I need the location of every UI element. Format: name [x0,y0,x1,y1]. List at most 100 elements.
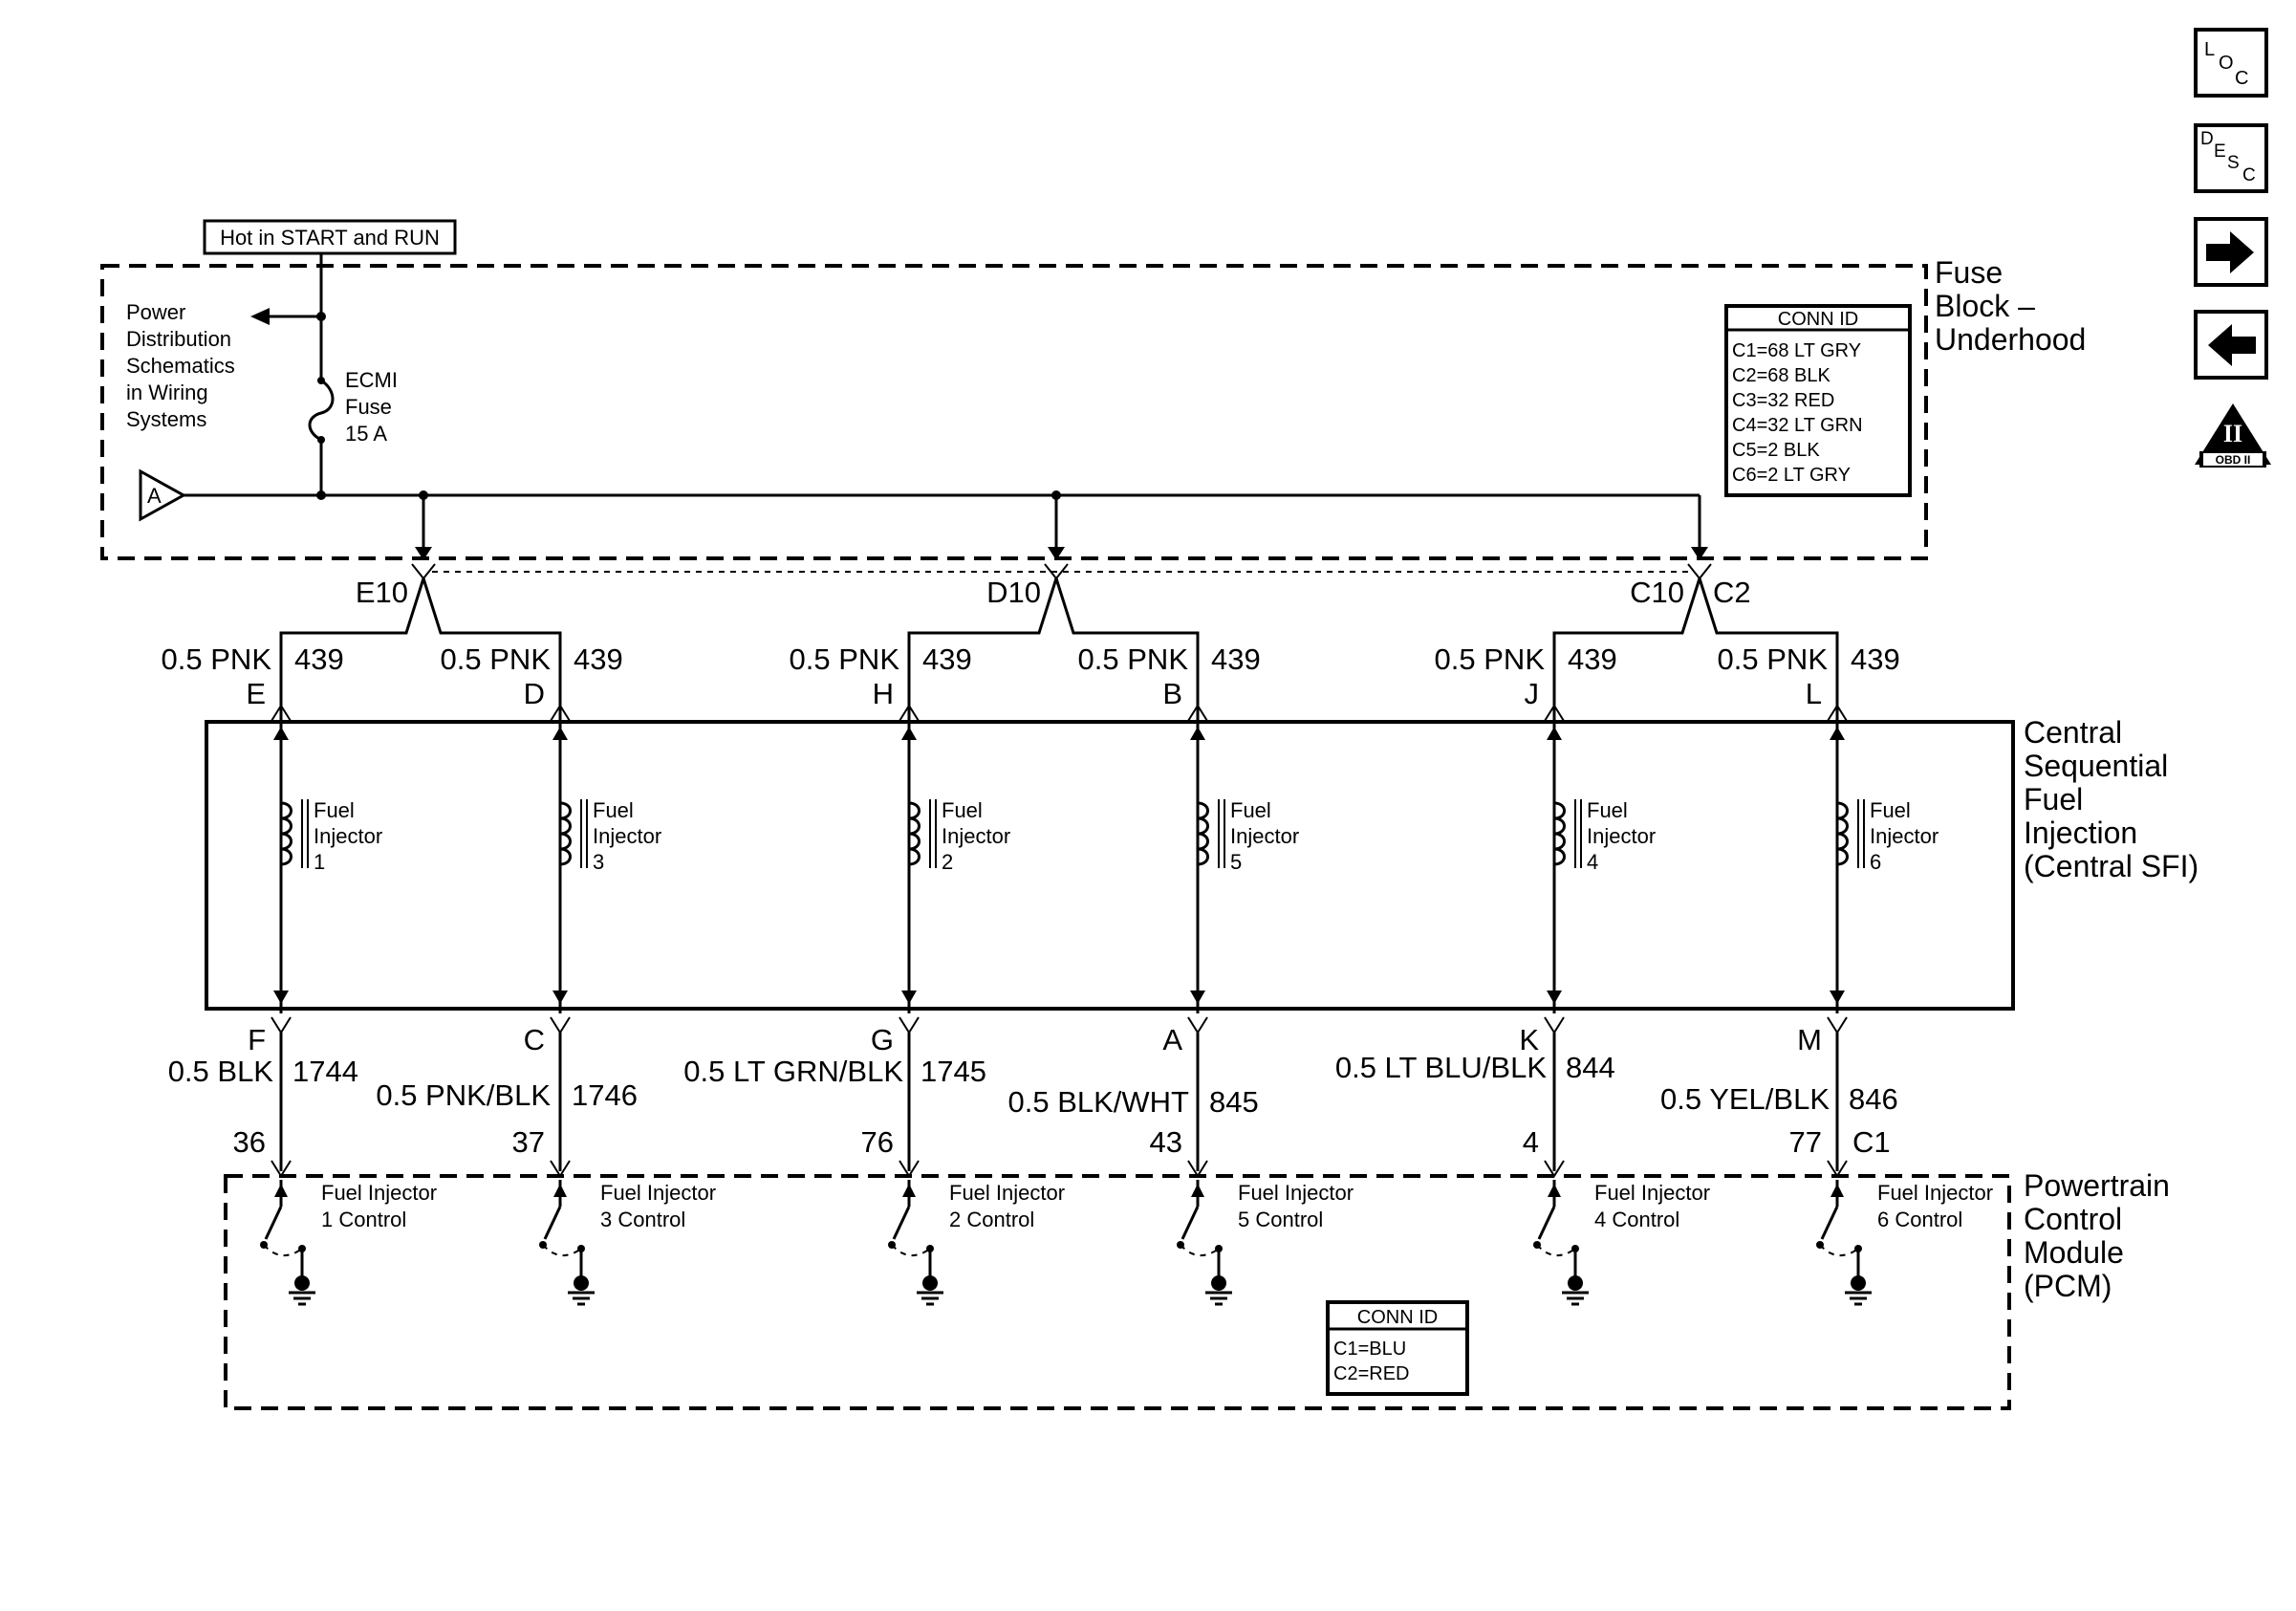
split-wire-j [1552,577,1701,709]
arrow-e10-icon [415,547,432,560]
pcm-name-3: Module [2024,1235,2124,1270]
split-wire-e [279,577,425,709]
bottom-wire-color: 0.5 BLK [168,1055,274,1088]
fuse-block-conn-c2: C2=68 BLK [1732,365,1831,386]
wire-arrow-down-icon [1190,991,1205,1004]
switch-arrow-icon [274,1184,288,1197]
sfi-name-2: Sequential [2024,749,2168,783]
bottom-pin-letter: M [1797,1023,1822,1056]
pcm-conn-c1: C1=BLU [1333,1339,1406,1360]
back-button[interactable] [2194,310,2268,380]
switch-blade-icon [1820,1206,1839,1240]
ground-icon [289,1275,315,1306]
sfi-name-1: Central [2024,715,2122,750]
ecmi-fuse-icon [308,377,335,444]
injector-name-2: Injector [314,824,382,848]
bottom-wire-color: 0.5 YEL/BLK [1660,1082,1830,1116]
top-pin-letter: D [524,677,545,710]
top-circuit-number: 439 [574,642,623,676]
pcm-pin-number: 43 [1150,1125,1182,1159]
bottom-pin-letter: G [871,1023,894,1056]
pds-label-1: Power [126,300,185,324]
fuse-block-connector-c2: C2 [1713,576,1751,609]
injector-number: 2 [942,850,953,874]
terminal-e10-chevron [411,563,436,580]
loc-l: L [2204,39,2215,60]
top-terminal-chevron [550,704,571,722]
wire-arrow-up-icon [1830,727,1845,740]
bottom-circuit-number: 846 [1849,1082,1898,1116]
injector-name-2: Injector [1230,824,1299,848]
pcm-outline [224,1174,2011,1410]
fuse-label-2: Fuse [345,395,392,419]
pcm-conn-id-table: CONN ID C1=BLU C2=RED [1326,1300,1469,1396]
pds-label-5: Systems [126,407,206,431]
control-label-2: 2 Control [949,1208,1034,1231]
sfi-name-3: Fuel [2024,782,2083,816]
control-label-1: Fuel Injector [1238,1181,1354,1205]
bottom-terminal-chevron [1827,1016,1848,1034]
splice-a-icon [139,468,187,522]
obd-ii-numeral: II [2223,420,2242,447]
pcm-name-1: Powertrain [2024,1168,2170,1203]
sfi-name-5: (Central SFI) [2024,849,2199,883]
injector-name-2: Injector [1587,824,1656,848]
injector-number: 4 [1587,850,1598,874]
top-wire-color: 0.5 PNK [790,642,900,676]
injector-coil-icon [1836,801,1849,866]
injector-name-2: Injector [593,824,661,848]
switch-arrow-icon [1191,1184,1204,1197]
control-label-1: Fuel Injector [1594,1181,1710,1205]
bottom-terminal-chevron [1187,1016,1208,1034]
loc-c: C [2235,68,2248,89]
switch-arrow-icon [902,1184,916,1197]
wire-arrow-down-icon [901,991,917,1004]
top-terminal-chevron [899,704,920,722]
fuse-block-conn-c3: C3=32 RED [1732,390,1834,411]
pcm-terminal-chevron [1544,1160,1565,1178]
top-wire-color: 0.5 PNK [441,642,552,676]
pcm-connector-c1: C1 [1852,1125,1891,1159]
bottom-wire-color: 0.5 BLK/WHT [1008,1085,1190,1119]
loc-button[interactable]: L O C [2194,28,2268,98]
pds-label-4: in Wiring [126,381,208,404]
bottom-pin-letter: K [1519,1023,1539,1056]
obd-ii-button[interactable]: II OBD II [2195,403,2271,468]
injector-coil-icon [908,801,921,866]
hot-in-start-run-box [203,219,457,255]
control-label-1: Fuel Injector [1877,1181,1993,1205]
bottom-circuit-number: 1745 [921,1055,986,1088]
forward-button[interactable] [2194,217,2268,287]
top-pin-letter: B [1162,677,1182,710]
bottom-circuit-number: 844 [1566,1051,1615,1084]
wire-arrow-down-icon [1547,991,1562,1004]
desc-e: E [2214,142,2226,162]
ground-icon [1562,1275,1589,1306]
desc-button[interactable]: D E S C [2194,123,2268,193]
fuse-block-name-2: Block – [1935,289,2035,323]
injector-number: 6 [1870,850,1881,874]
arrow-left-icon [2208,324,2256,366]
split-wire-d [422,577,562,709]
splice-a-letter: A [147,484,162,508]
control-label-1: Fuel Injector [600,1181,716,1205]
pcm-terminal-chevron [271,1160,292,1178]
bottom-wire-color: 0.5 LT GRN/BLK [683,1055,903,1088]
injector-number: 1 [314,850,325,874]
desc-s: S [2227,153,2240,173]
bottom-terminal-chevron [550,1016,571,1034]
top-circuit-number: 439 [1851,642,1900,676]
wire-arrow-up-icon [1190,727,1205,740]
top-pin-letter: E [246,677,266,710]
control-label-2: 1 Control [321,1208,406,1231]
split-wire-l [1698,577,1839,709]
switch-control-link [263,1244,303,1256]
pcm-terminal-chevron [899,1160,920,1178]
top-pin-letter: L [1806,677,1822,710]
wire-arrow-up-icon [1547,727,1562,740]
